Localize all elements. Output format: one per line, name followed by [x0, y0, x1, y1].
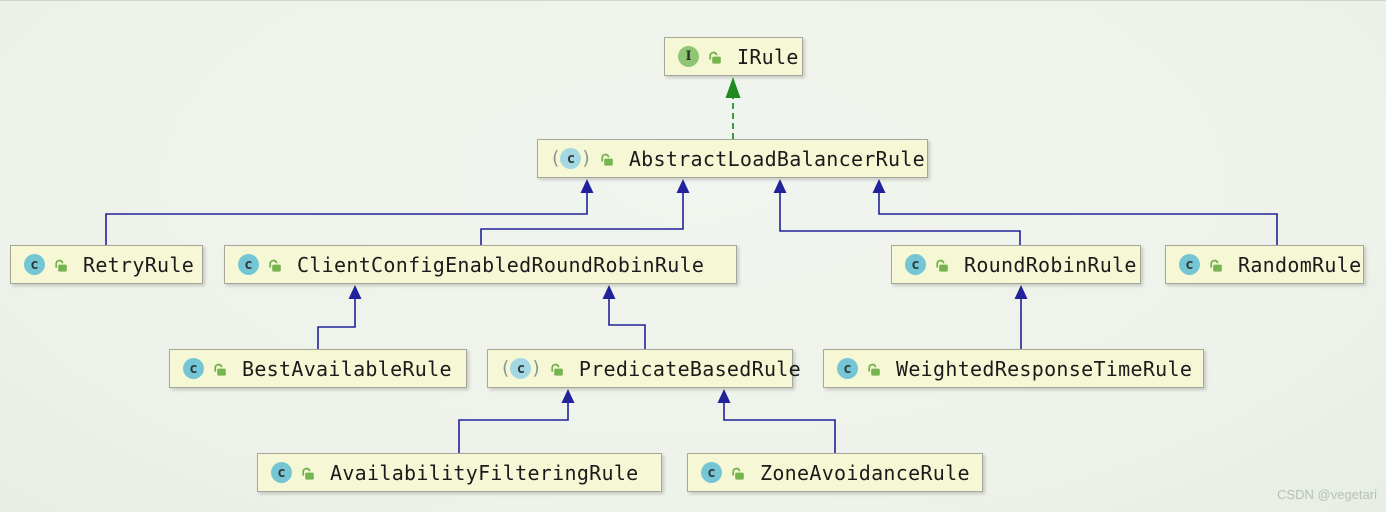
- class-icon: c: [701, 462, 722, 483]
- edge-randomrule-extends-abstractloadbalancerrule: [872, 179, 1278, 245]
- edge-retryrule-extends-abstractloadbalancerrule: [105, 179, 594, 245]
- class-node-abstract-load-balancer-rule[interactable]: ( c ) AbstractLoadBalancerRule: [537, 139, 928, 178]
- class-name-label: RandomRule: [1238, 252, 1362, 277]
- class-name-label: IRule: [737, 44, 799, 69]
- lock-icon: [865, 361, 881, 377]
- lock-icon: [729, 465, 745, 481]
- class-icon: c: [1179, 254, 1200, 275]
- class-name-label: AvailabilityFilteringRule: [330, 460, 639, 485]
- edge-abstractloadbalancerrule-implements-irule: [725, 77, 741, 139]
- lock-icon: [933, 257, 949, 273]
- class-node-client-config-enabled-round-robin-rule[interactable]: c ClientConfigEnabledRoundRobinRule: [224, 245, 737, 284]
- class-name-label: WeightedResponseTimeRule: [896, 356, 1193, 381]
- class-node-availability-filtering-rule[interactable]: c AvailabilityFilteringRule: [257, 453, 662, 492]
- edge-clientconfigenabledroundrobinrule-extends-abstractloadbalancerrule: [480, 179, 690, 245]
- edge-availabilityfilteringrule-extends-predicatebasedrule: [458, 389, 575, 453]
- class-node-round-robin-rule[interactable]: c RoundRobinRule: [891, 245, 1141, 284]
- class-icon: c: [183, 358, 204, 379]
- class-icon: c: [238, 254, 259, 275]
- class-icon: c: [905, 254, 926, 275]
- lock-icon: [299, 465, 315, 481]
- class-name-label: ClientConfigEnabledRoundRobinRule: [297, 252, 705, 277]
- abstract-class-icon: ( c ): [552, 147, 590, 169]
- lock-icon: [1207, 257, 1223, 273]
- edge-bestavailablerule-extends-clientconfigenabledroundrobinrule: [317, 285, 362, 349]
- edge-weightedresponsetimerule-extends-roundrobinrule: [1014, 285, 1028, 349]
- lock-icon: [598, 151, 614, 167]
- class-name-label: ZoneAvoidanceRule: [760, 460, 970, 485]
- class-node-predicate-based-rule[interactable]: ( c ) PredicateBasedRule: [487, 349, 801, 388]
- interface-icon: I: [678, 46, 699, 67]
- edge-roundrobinrule-extends-abstractloadbalancerrule: [773, 179, 1021, 245]
- edge-predicatebasedrule-extends-clientconfigenabledroundrobinrule: [602, 285, 646, 349]
- edge-zoneavoidancerule-extends-predicatebasedrule: [717, 389, 836, 453]
- class-node-weighted-response-time-rule[interactable]: c WeightedResponseTimeRule: [823, 349, 1204, 388]
- class-icon: c: [24, 254, 45, 275]
- lock-icon: [211, 361, 227, 377]
- lock-icon: [52, 257, 68, 273]
- class-name-label: BestAvailableRule: [242, 356, 452, 381]
- watermark: CSDN @vegetari: [1277, 487, 1377, 502]
- lock-icon: [266, 257, 282, 273]
- lock-icon: [706, 49, 722, 65]
- class-name-label: AbstractLoadBalancerRule: [628, 146, 926, 171]
- class-node-retry-rule[interactable]: c RetryRule: [10, 245, 203, 284]
- class-icon: c: [271, 462, 292, 483]
- class-node-best-available-rule[interactable]: c BestAvailableRule: [169, 349, 467, 388]
- abstract-class-icon: ( c ): [502, 357, 540, 379]
- class-name-label: RetryRule: [83, 252, 195, 277]
- class-node-zone-avoidance-rule[interactable]: c ZoneAvoidanceRule: [687, 453, 983, 492]
- class-node-random-rule[interactable]: c RandomRule: [1165, 245, 1364, 284]
- class-name-label: RoundRobinRule: [964, 252, 1137, 277]
- class-node-irule[interactable]: I IRule: [664, 37, 803, 76]
- class-icon: c: [837, 358, 858, 379]
- lock-icon: [548, 361, 564, 377]
- class-name-label: PredicateBasedRule: [578, 356, 801, 381]
